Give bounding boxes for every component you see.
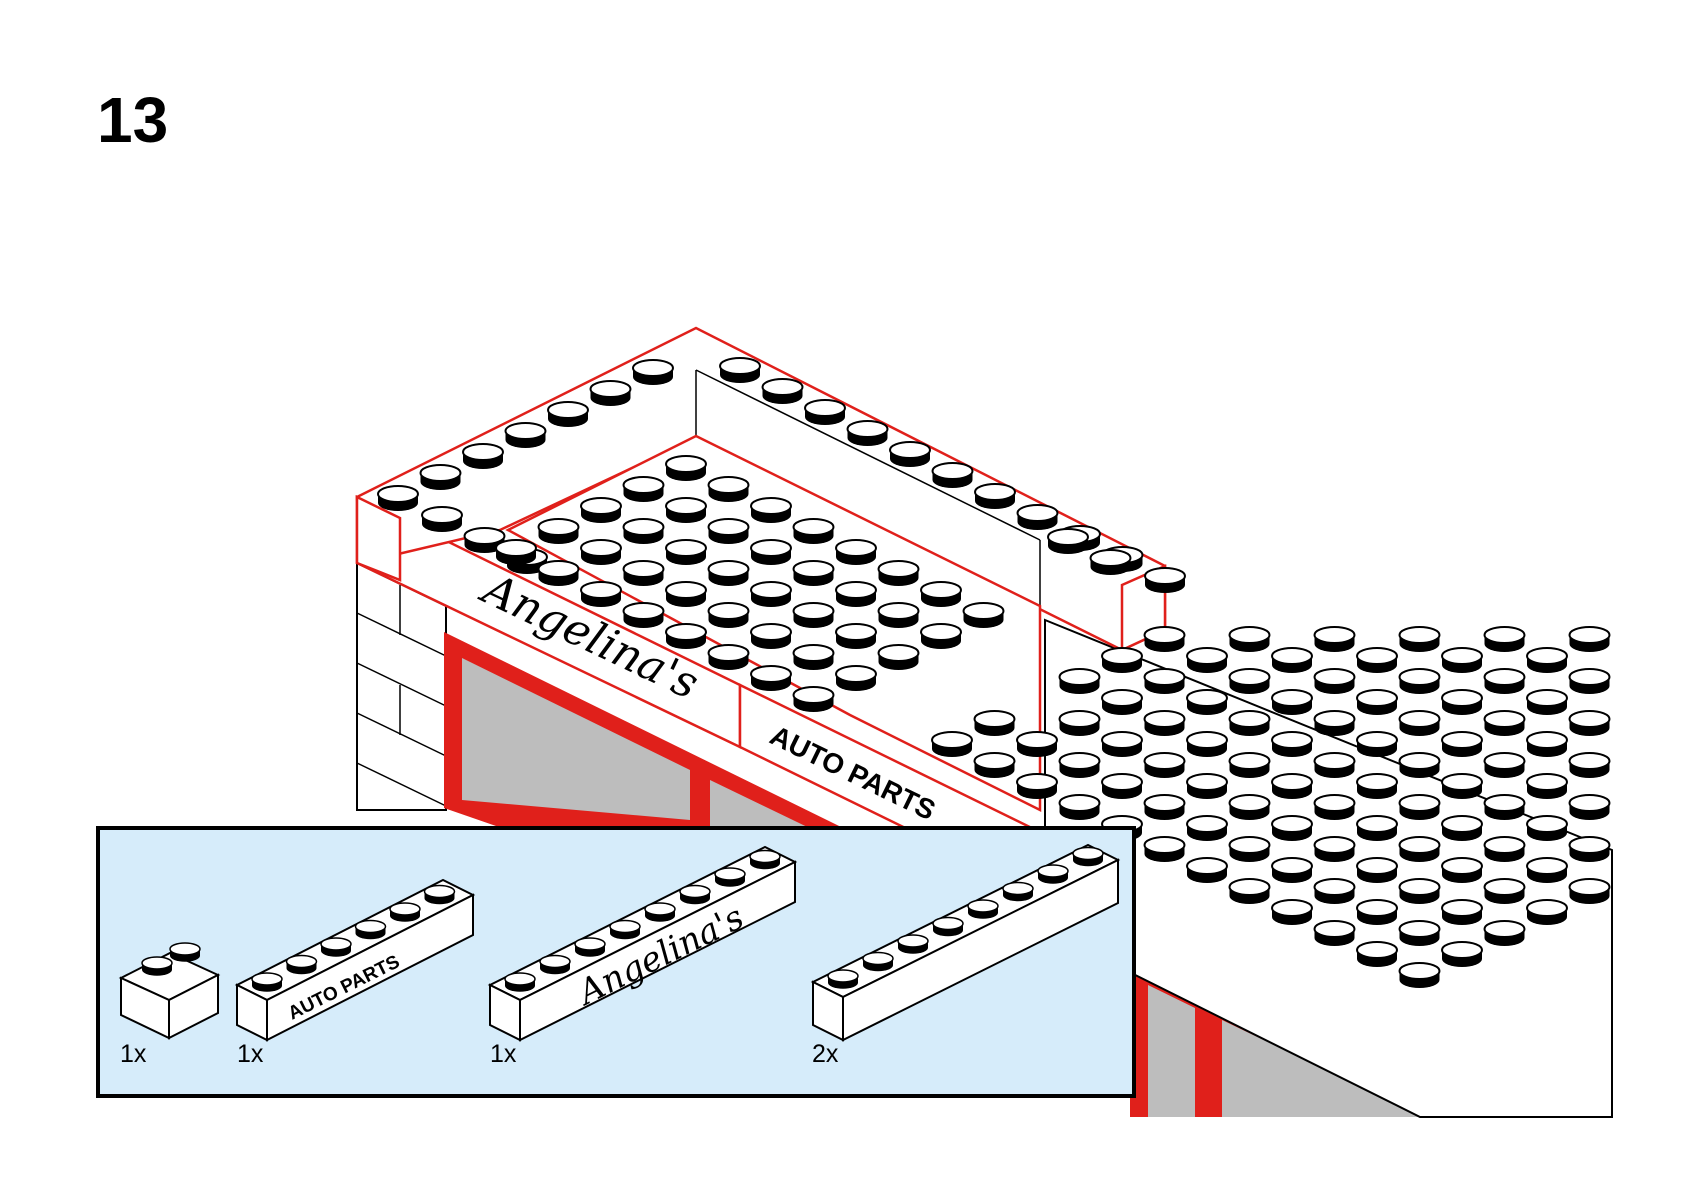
part-quantity-1x2: 1x	[120, 1040, 147, 1068]
stud	[862, 951, 894, 972]
stud	[609, 919, 641, 940]
stud	[141, 956, 173, 977]
part-quantity-1x8-plain: 2x	[812, 1040, 839, 1068]
part-quantity-1x6: 1x	[237, 1040, 264, 1068]
stud	[1037, 864, 1069, 885]
stud	[827, 969, 859, 990]
stud	[679, 884, 711, 905]
stud	[354, 919, 387, 940]
stud	[320, 937, 352, 958]
stud	[285, 954, 318, 975]
stud	[423, 884, 456, 905]
stud	[1002, 881, 1034, 902]
stud	[749, 849, 781, 870]
stud	[714, 867, 746, 888]
part-brick-1x8-plain	[810, 843, 1121, 1042]
part-brick-1x2	[118, 951, 221, 1040]
stud	[251, 972, 283, 993]
stud	[504, 972, 536, 993]
building-wall	[356, 561, 447, 811]
stud	[574, 937, 606, 958]
stud	[169, 942, 201, 963]
stud	[897, 934, 929, 955]
stud	[1072, 846, 1104, 867]
part-brick-1x8-printed: Angelina's	[487, 845, 798, 1042]
stud	[644, 902, 676, 923]
stud	[539, 954, 571, 975]
part-quantity-1x8-printed: 1x	[490, 1040, 517, 1068]
step-number: 13	[97, 84, 169, 156]
stud	[389, 902, 421, 923]
stud	[932, 916, 964, 937]
stud	[967, 899, 999, 920]
